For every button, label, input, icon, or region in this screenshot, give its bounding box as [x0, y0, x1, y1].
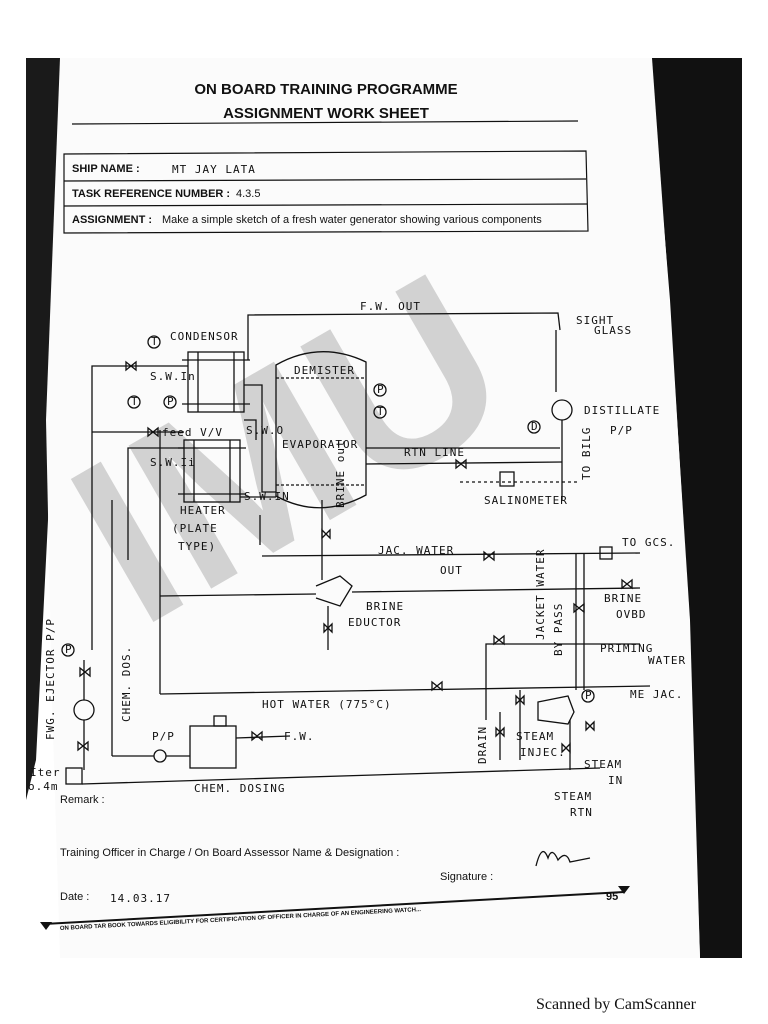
sketch-label-sw-out-1: S.W.O [246, 424, 284, 437]
sketch-label-sw-in-3: S.W.IN [244, 490, 290, 503]
footer-arrow-right [618, 886, 630, 894]
sketch-label-chem-dosing-v: CHEM. DOS. [120, 646, 133, 722]
scanner-watermark: Scanned by CamScanner [536, 996, 696, 1013]
ship-name-value: MT JAY LATA [172, 163, 256, 176]
sketch-label-gauge-p: P [585, 689, 593, 702]
sketch-label-fw: F.W. [284, 730, 315, 743]
sketch-label-brine-eductor-2: EDUCTOR [348, 616, 401, 629]
remark-label: Remark : [60, 794, 105, 806]
sketch-label-me-jac: ME JAC. [630, 688, 683, 701]
sketch-label-priming-1: PRIMING [600, 642, 653, 655]
sketch-label-gauge-t: T [151, 335, 159, 348]
sketch-label-steam-in-1: STEAM [584, 758, 622, 771]
paper-sheet [46, 58, 700, 958]
document-title-line1: ON BOARD TRAINING PROGRAMME [194, 81, 457, 98]
footer-arrow-left [40, 922, 52, 930]
sketch-label-salinometer: SALINOMETER [484, 494, 568, 507]
task-ref-value: 4.3.5 [236, 188, 260, 200]
sketch-label-sw-in-1: S.W.In [150, 370, 196, 383]
sketch-label-brine-eductor-1: BRINE [366, 600, 404, 613]
sketch-label-hot-water: HOT WATER (775°C) [262, 698, 392, 711]
sketch-label-fwg-ejector: FWG. EJECTOR P/P [44, 618, 57, 740]
page-number: 95 [606, 891, 618, 903]
sketch-label-brine-out: BRINE out [334, 439, 347, 508]
assignment-text: Make a simple sketch of a fresh water ge… [162, 214, 542, 226]
sketch-label-feed-vv: feed V/V [162, 426, 223, 439]
sketch-label-brine-ovbd-1: BRINE [604, 592, 642, 605]
sketch-label-gauge-t: T [377, 405, 385, 418]
sketch-label-fw-out: F.W. OUT [360, 300, 421, 313]
fwg-sketch [61, 312, 651, 785]
header-form [63, 150, 589, 234]
sketch-label-jac-water-1: JAC. WATER [378, 544, 454, 557]
sketch-label-steam-rtn-2: RTN [570, 806, 593, 819]
sketch-label-by-pass: BY PASS [552, 603, 565, 656]
date-label: Date : [60, 891, 89, 903]
sketch-label-demister: DEMISTER [294, 364, 355, 377]
sketch-label-pp: P/P [152, 730, 175, 743]
sketch-label-chem-dosing: CHEM. DOSING [194, 782, 285, 795]
signature-label: Signature : [440, 871, 493, 883]
footer-rule [43, 891, 625, 925]
sketch-label-steam-inj-1: STEAM [516, 730, 554, 743]
sketch-label-condenser: CONDENSOR [170, 330, 239, 343]
sketch-label-distillate-2: P/P [610, 424, 633, 437]
sketch-label-jacket-water-bypass: JACKET WATER [534, 549, 547, 640]
sketch-label-gauge-p: P [65, 643, 73, 656]
sketch-label-evaporator: EVAPORATOR [282, 438, 358, 451]
sketch-label-steam-inj-2: INJEC. [520, 746, 566, 759]
sketch-label-sight-glass-2: GLASS [594, 324, 632, 337]
title-rule [71, 120, 579, 125]
task-ref-label: TASK REFERENCE NUMBER : [72, 188, 230, 200]
sketch-label-gauge-t: T [131, 395, 139, 408]
sketch-label-gauge-p: P [377, 383, 385, 396]
ship-name-label: SHIP NAME : [72, 163, 140, 175]
document-title-line2: ASSIGNMENT WORK SHEET [223, 105, 429, 122]
sketch-label-sight-glass-1: SIGHT [576, 314, 614, 327]
sketch-label-heater-3: TYPE) [178, 540, 216, 553]
sketch-label-heater-2: (PLATE [172, 522, 218, 535]
sketch-label-sw-in-2: S.W.Ii [150, 456, 196, 469]
sketch-label-gauge-d: D [531, 420, 539, 433]
sketch-label-heater-1: HEATER [180, 504, 226, 517]
signature-mark [535, 850, 591, 867]
sketch-label-jac-water-2: OUT [440, 564, 463, 577]
sketch-label-distillate-1: DISTILLATE [584, 404, 660, 417]
sketch-label-brine-ovbd-2: OVBD [616, 608, 647, 621]
sketch-label-steam-in-2: IN [608, 774, 623, 787]
sketch-label-rtn-line: RTN LINE [404, 446, 465, 459]
sketch-labels: F.W. OUT SIGHT GLASS CONDENSOR DEMISTER … [28, 300, 686, 819]
sketch-label-filter-2: o.4m [28, 780, 59, 793]
officer-label: Training Officer in Charge / On Board As… [60, 847, 399, 859]
sketch-label-steam-rtn-1: STEAM [554, 790, 592, 803]
sketch-label-gauge-p: P [167, 395, 175, 408]
sketch-label-drain: DRAIN [476, 726, 489, 764]
date-value: 14.03.17 [110, 892, 171, 905]
sketch-label-filter-1: Iter [30, 766, 61, 779]
sketch-label-to-bilge: TO BILG [580, 427, 593, 480]
sketch-label-to-gcs: TO GCS. [622, 536, 675, 549]
scan-shadow-right [650, 58, 742, 958]
sketch-label-priming-2: WATER [648, 654, 686, 667]
assignment-label: ASSIGNMENT : [72, 214, 152, 226]
